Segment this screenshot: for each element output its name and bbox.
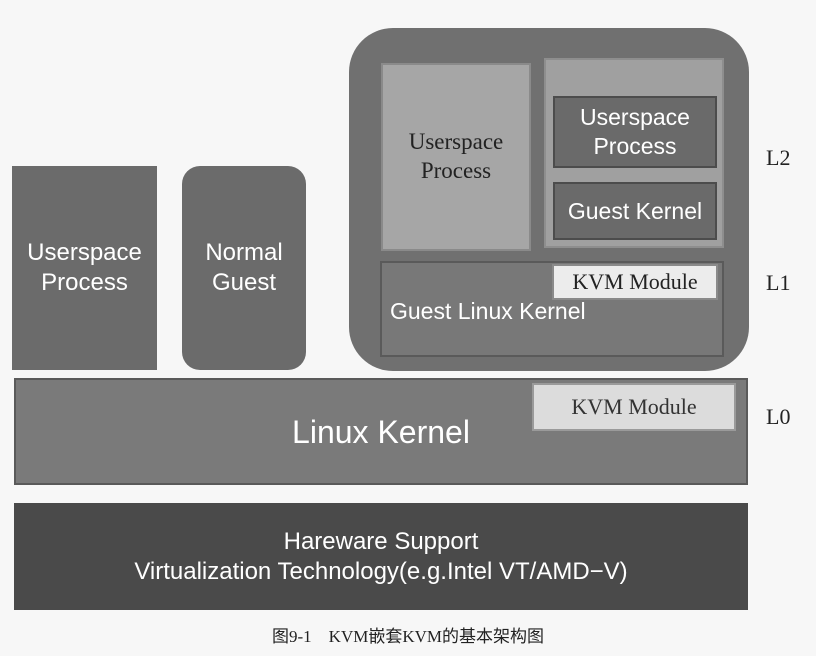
level-l2-label: L2 [766, 145, 791, 170]
host-userspace-process-label: Userspace Process [27, 239, 142, 296]
hardware-support-box: Hareware Support Virtualization Technolo… [14, 503, 748, 610]
figure-caption: 图9-1 KVM嵌套KVM的基本架构图 [272, 627, 544, 646]
l1-userspace-process-box: Userspace Process [381, 63, 531, 251]
host-kvm-module-box: KVM Module [532, 383, 736, 431]
level-l0-label: L0 [766, 404, 791, 429]
host-kvm-module-label: KVM Module [571, 394, 697, 419]
guest-kvm-module-box: KVM Module [552, 264, 718, 300]
level-l1-label: L1 [766, 270, 791, 295]
linux-kernel-label: Linux Kernel [292, 413, 470, 450]
guest-kvm-module-label: KVM Module [572, 269, 698, 294]
hardware-support-label: Hareware Support Virtualization Technolo… [134, 527, 628, 585]
l2-userspace-process-label: Userspace Process [580, 104, 690, 159]
l2-userspace-process-box: Userspace Process [553, 96, 717, 168]
normal-guest-box: Normal Guest [182, 166, 306, 370]
guest-kernel-label: Guest Kernel [567, 197, 703, 224]
normal-guest-label: Normal Guest [205, 239, 283, 296]
guest-linux-kernel-label: Guest Linux Kernel [390, 298, 586, 324]
host-userspace-process-box: Userspace Process [12, 166, 157, 370]
l1-userspace-process-label: Userspace Process [408, 129, 504, 183]
guest-kernel-box: Guest Kernel [553, 182, 717, 240]
